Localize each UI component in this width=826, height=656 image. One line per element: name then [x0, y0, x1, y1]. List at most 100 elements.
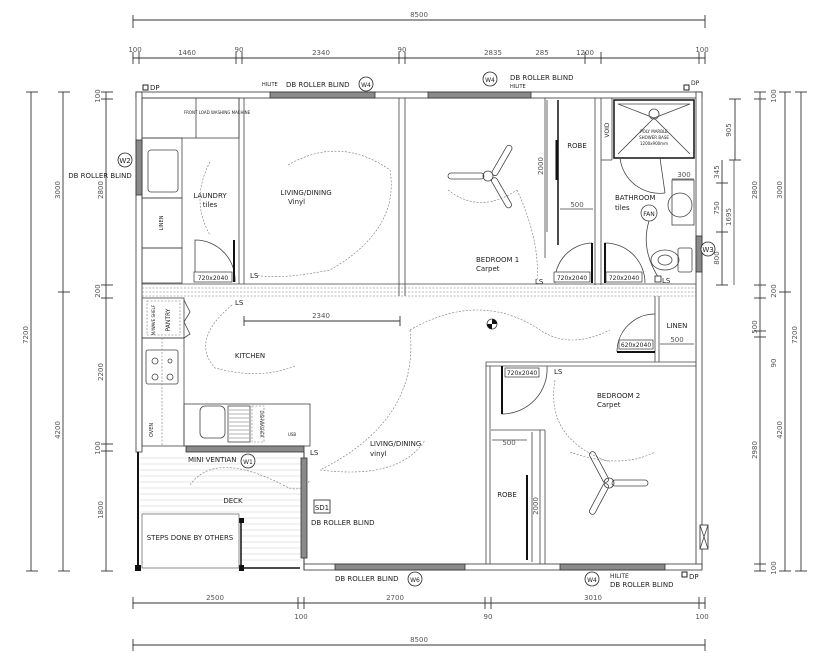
dim-left-4: 100: [94, 441, 102, 454]
linen-right-label: LINEN: [667, 322, 688, 330]
bathroom: VOID POLY MARBLE SHOWER BASE 1200x900mm …: [601, 98, 716, 285]
window-w1-label: MINI VENTIAN: [188, 456, 236, 464]
window-w4-tr-label: DB ROLLER BLIND: [510, 74, 574, 82]
robe1-height: 2000: [537, 157, 545, 175]
dim-top-6: 285: [535, 49, 548, 57]
window-w4-tl-label: DB ROLLER BLIND: [286, 81, 350, 89]
dim-top-4: 90: [398, 46, 407, 54]
bathroom-finish: tiles: [615, 204, 630, 212]
dim-top-5: 2835: [484, 49, 502, 57]
shower-base-icon: [613, 99, 695, 159]
door-size-laundry: 720x2040: [198, 275, 228, 282]
dim-top-2: 90: [235, 46, 244, 54]
dim-right-5: 2980: [751, 441, 759, 459]
dim-bottom-2: 2700: [386, 594, 404, 602]
ls-marker-4: LS: [235, 299, 244, 307]
robe2-width: 500: [502, 439, 515, 447]
dim-right-3: 500: [751, 320, 759, 333]
robe2-height: 2000: [532, 497, 540, 515]
dim-top-7: 1200: [576, 49, 594, 57]
dim-right-4: 90: [770, 359, 778, 368]
window-w4-tl-tag: W4: [361, 82, 371, 89]
steps-label: STEPS DONE BY OTHERS: [147, 534, 234, 542]
bedroom1-label: BEDROOM 1: [476, 256, 519, 264]
living-top-label: LIVING/DINING: [280, 189, 331, 197]
dishwasher-label: DISHWASHER: [259, 410, 264, 437]
overall-depth-left: 7200: [22, 326, 30, 344]
dp-markers: DP DP DP: [142, 80, 700, 581]
window-w3-tag: W3: [702, 246, 713, 254]
hallway-band: [142, 283, 696, 297]
sink-icon: [199, 405, 226, 439]
vanity-width: 300: [677, 171, 690, 179]
robe1-label: ROBE: [567, 142, 587, 150]
living-bottom-label: LIVING/DINING: [370, 440, 421, 448]
linen-left-label: LINEN: [159, 215, 165, 230]
bottom-dimensions: 2500 100 2700 90 3010 100 8500: [132, 594, 709, 651]
door-size-bed1: 720x2040: [557, 275, 587, 282]
dim-bottom-4: 3010: [584, 594, 602, 602]
dim-bottom-3: 90: [484, 613, 493, 621]
bedroom-1: BEDROOM 1 Carpet ROBE 500 2000 720x2040 …: [447, 98, 593, 286]
hilite-label-2: HILITE: [510, 84, 526, 90]
shower-label-3: 1200x900mm: [640, 141, 668, 146]
linen-right-width: 500: [670, 336, 683, 344]
dim-left-1: 2800: [97, 181, 105, 199]
shower-label-2: SHOWER BASE: [639, 135, 669, 140]
dp-marker-3: DP: [689, 573, 699, 581]
ls-marker-5: LS: [310, 449, 319, 457]
dim-top-8: 100: [695, 46, 708, 54]
dim-left-mid-1: 4200: [54, 421, 62, 439]
left-dimensions: 7200 3000 4200 100 2800 200 2200 100 180…: [22, 89, 113, 572]
window-w4-top-right: W4 DB ROLLER BLIND HILITE: [427, 71, 574, 99]
bedroom1-finish: Carpet: [476, 265, 500, 273]
dim-right-mid-1: 4200: [776, 421, 784, 439]
window-w4-bottom: W4 HILITE DB ROLLER BLIND: [559, 563, 674, 589]
ceiling-fan-icon-1: [447, 144, 513, 209]
door-size-bath: 720x2040: [609, 275, 639, 282]
dim-bottom-0: 2500: [206, 594, 224, 602]
living-bottom-finish: vinyl: [370, 450, 387, 458]
window-w4-top-left: HILITE DB ROLLER BLIND W4: [262, 76, 376, 99]
top-dimensions: 8500 100 1460 90 2340 90 2835 285 1200 1…: [128, 11, 709, 64]
void-label: VOID: [604, 122, 611, 137]
dim-bath-2: 750: [713, 201, 721, 214]
kitchen-label: KITCHEN: [235, 352, 265, 360]
right-dimensions: 7200 3000 4200 100 2800 200 500 90 2980 …: [713, 89, 807, 575]
oven-label: OVEN: [149, 423, 155, 437]
overall-width-bottom: 8500: [410, 636, 428, 644]
laundry-label: LAUNDRY: [193, 192, 227, 200]
shower-label-1: POLY MARBLE: [640, 129, 668, 134]
laundry-finish: tiles: [203, 201, 218, 209]
laundry-room: FRONT LOAD WASHING MACHINE LINEN LAUNDRY…: [141, 97, 251, 284]
window-w4-b-label: DB ROLLER BLIND: [610, 581, 674, 589]
overall-depth-right: 7200: [791, 326, 799, 344]
dim-right-mid-0: 3000: [776, 181, 784, 199]
robe1-width: 500: [570, 201, 583, 209]
door-size-bed2: 720x2040: [507, 370, 537, 377]
kitchen-dim: 2340: [312, 312, 330, 320]
bathroom-label: BATHROOM: [615, 194, 656, 202]
basin-icon: [667, 192, 693, 218]
dim-left-3: 2200: [97, 363, 105, 381]
window-w6-label: DB ROLLER BLIND: [335, 575, 399, 583]
door-sd1-label: DB ROLLER BLIND: [311, 519, 375, 527]
usb-label: USB: [288, 432, 296, 437]
dim-right-2: 200: [770, 284, 778, 297]
robe2-label: ROBE: [497, 491, 517, 499]
window-w6: DB ROLLER BLIND W6: [334, 563, 466, 587]
dp-marker-2: DP: [691, 80, 700, 87]
dim-left-mid-0: 3000: [54, 181, 62, 199]
dim-bath-1: 345: [713, 165, 721, 178]
window-w2: W2 DB ROLLER BLIND: [68, 139, 143, 196]
smoke-detector-icon: [486, 318, 498, 330]
ls-marker-3: LS: [662, 277, 671, 285]
door-size-linen: 620x2040: [621, 342, 651, 349]
window-w4-tr-tag: W4: [485, 77, 495, 84]
door-sd1-tag: SD1: [315, 504, 329, 512]
bedroom-2: 720x2040 LS BEDROOM 2 Carpet ROBE 500 20…: [492, 365, 709, 562]
ls-marker-1: LS: [250, 272, 259, 280]
hilite-label-3: HILITE: [610, 573, 629, 580]
window-w6-tag: W6: [410, 577, 420, 584]
dim-left-0: 100: [94, 89, 102, 102]
